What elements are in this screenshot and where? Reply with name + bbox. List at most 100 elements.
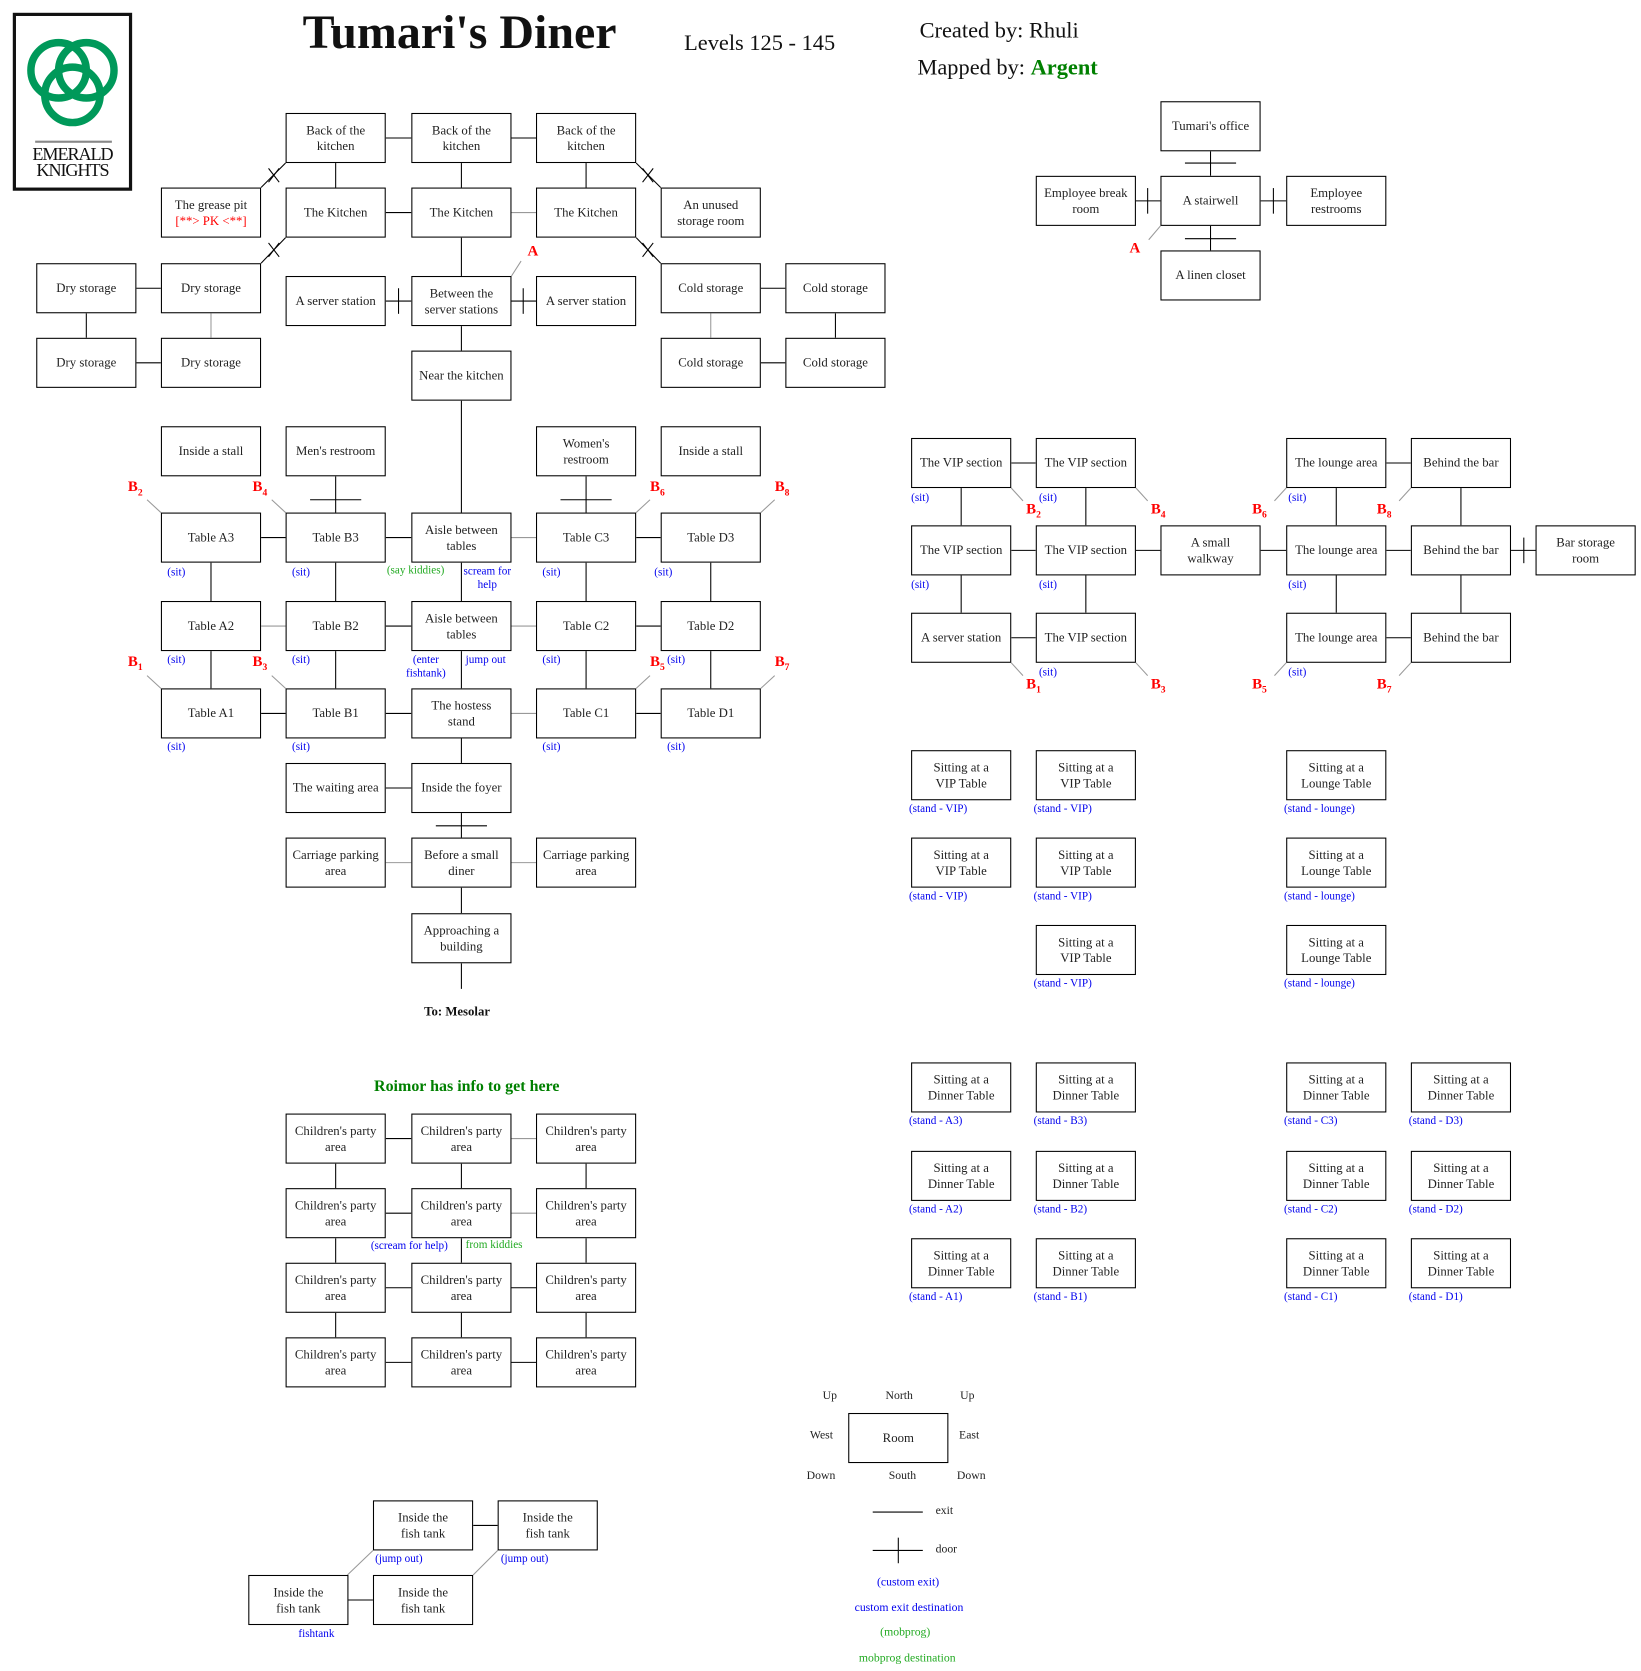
room: Sitting at a Dinner Table <box>1286 1062 1387 1113</box>
room-label: Sitting at a Dinner Table <box>1052 1159 1120 1191</box>
exit-line <box>268 242 280 258</box>
room-label: Behind the bar <box>1423 629 1499 645</box>
room-label: Table D3 <box>687 529 735 545</box>
room: Aisle between tables <box>411 600 512 652</box>
room-label: A linen closet <box>1175 267 1246 283</box>
marker-subscript: 3 <box>262 661 268 673</box>
room-label: Sitting at a Dinner Table <box>927 1247 995 1279</box>
room-label: Inside the fish tank <box>398 1584 449 1615</box>
custom-exit-note: (sit) <box>1288 492 1307 505</box>
room: Table B1 <box>285 688 386 739</box>
level-range: Levels 125 - 145 <box>684 29 836 56</box>
custom-exit-note: (stand - B2) <box>1033 1204 1088 1216</box>
custom-exit-note: (jump out) <box>500 1553 549 1566</box>
marker-letter: B <box>127 654 138 671</box>
room-label: The waiting area <box>292 780 379 795</box>
room-label: Table B3 <box>312 529 359 545</box>
room: A server station <box>535 275 637 327</box>
room-label: Before a small diner <box>424 846 499 878</box>
room-label: A server station <box>545 293 627 308</box>
room-label: Inside a stall <box>678 443 744 459</box>
room: A server station <box>285 275 386 327</box>
room: The VIP section <box>911 525 1012 576</box>
legend-north: North <box>885 1389 913 1403</box>
custom-exit-note: (stand - C1) <box>1284 1291 1338 1304</box>
room: Sitting at a Dinner Table <box>1410 1150 1512 1201</box>
to-mesolar-label: To: Mesolar <box>424 1003 491 1019</box>
room: Children's party area <box>411 1113 512 1164</box>
room: Table A3 <box>160 512 262 563</box>
custom-exit-note: (stand - VIP) <box>1033 978 1092 990</box>
exit-line <box>760 499 776 513</box>
exit-line <box>1398 662 1412 676</box>
custom-exit-note: (stand - D2) <box>1408 1204 1463 1216</box>
marker-letter: B <box>774 654 785 671</box>
room-label: The Kitchen <box>303 204 368 220</box>
room-label: Sitting at a VIP Table <box>1058 759 1114 791</box>
room: Children's party area <box>285 1188 386 1239</box>
custom-exit-note: (sit) <box>654 566 673 579</box>
exit-line <box>146 675 162 689</box>
room: The hostess stand <box>411 688 512 739</box>
room-label: The lounge area <box>1295 542 1378 558</box>
link-marker: B4 <box>1151 502 1166 520</box>
room: Table A2 <box>160 600 262 652</box>
marker-subscript: 2 <box>1036 509 1041 520</box>
room: A stairwell <box>1160 175 1261 226</box>
room: Cold storage <box>660 263 761 314</box>
marker-subscript: 4 <box>1160 509 1166 520</box>
room: Back of the kitchen <box>285 112 386 164</box>
custom-exit-note: (scream for help) <box>370 1240 448 1253</box>
room: Children's party area <box>411 1188 512 1239</box>
room: Children's party area <box>285 1113 386 1164</box>
room: Table B3 <box>285 512 386 563</box>
room-label: Dry storage <box>180 280 241 296</box>
room-label: Children's party area <box>420 1197 503 1229</box>
room-label: Children's party area <box>420 1346 503 1378</box>
room-label: Table A2 <box>187 618 235 633</box>
room: Sitting at a VIP Table <box>911 837 1012 888</box>
room: Table A1 <box>160 688 262 739</box>
custom-exit-note: (stand - D1) <box>1408 1291 1463 1304</box>
mapped-label: Mapped by: <box>917 54 1026 80</box>
exit-line <box>271 499 286 513</box>
marker-subscript: 5 <box>659 661 665 673</box>
room-label: Table C3 <box>562 529 610 545</box>
room: Dry storage <box>160 337 262 388</box>
room: Carriage parking area <box>535 837 637 888</box>
custom-exit-note: (stand - A2) <box>908 1204 963 1216</box>
room-label: Sitting at a VIP Table <box>1058 933 1114 965</box>
custom-exit-note: fishtank <box>298 1628 335 1640</box>
custom-exit-note: (sit) <box>542 741 561 754</box>
created-by: Created by: Rhuli <box>920 17 1079 44</box>
room-label: A stairwell <box>1182 192 1239 208</box>
room: The VIP section <box>1035 612 1136 663</box>
room-label: Cold storage <box>678 354 744 370</box>
room: The lounge area <box>1286 525 1387 576</box>
room-label: Employee break room <box>1044 184 1128 216</box>
room-label: Between the server stations <box>424 285 499 316</box>
room-label: Cold storage <box>802 280 868 296</box>
marker-subscript: 7 <box>1386 683 1392 695</box>
room: Children's party area <box>535 1262 637 1313</box>
custom-exit-note: (stand - B3) <box>1033 1115 1088 1128</box>
room: Children's party area <box>535 1188 637 1239</box>
room-label: Carriage parking area <box>542 846 630 878</box>
room: Sitting at a Dinner Table <box>1035 1238 1136 1289</box>
room: The VIP section <box>1035 437 1136 489</box>
room: Carriage parking area <box>285 837 386 888</box>
room: Back of the kitchen <box>535 112 637 164</box>
room: Dry storage <box>36 263 137 314</box>
marker-letter: B <box>1376 501 1387 518</box>
room-label: Back of the kitchen <box>556 122 616 153</box>
room: Children's party area <box>535 1337 637 1388</box>
room: Sitting at a Dinner Table <box>1286 1150 1387 1201</box>
custom-exit-note: (stand - VIP) <box>908 803 968 816</box>
exit-line <box>1010 487 1024 502</box>
link-marker: B1 <box>1026 677 1041 695</box>
custom-exit-note: (enter fishtank) <box>405 654 446 680</box>
room-label: Sitting at a VIP Table <box>933 759 989 791</box>
room-label: Dry storage <box>56 354 117 370</box>
legend-up-left: Up <box>822 1389 837 1403</box>
room: The waiting area <box>285 762 386 814</box>
